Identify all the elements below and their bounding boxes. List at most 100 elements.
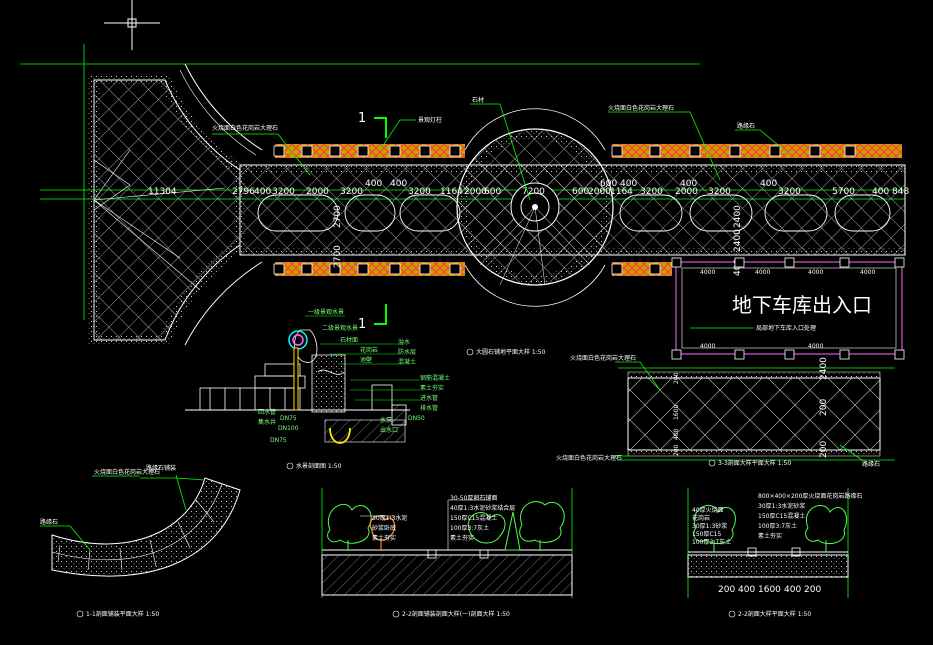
svg-text:150厚C15混凝土: 150厚C15混凝土 [758,512,805,520]
svg-text:400: 400 [254,187,271,197]
svg-text:7200: 7200 [522,187,545,197]
section-mark-bottom: 1 [358,317,366,332]
svg-text:848: 848 [892,187,909,197]
svg-text:素土夯实: 素土夯实 [420,384,444,392]
svg-text:2-2剖面大样平面大样 1:50: 2-2剖面大样平面大样 1:50 [738,610,811,618]
svg-text:11304: 11304 [148,187,177,197]
label-flag-stone: 石材 [472,96,484,104]
main-plan: 1 1 11304 2796 400 3200 2000 3200 400 40… [88,63,909,346]
fountain-section: 一级景观水景 二级景观水景 石材面 花岗岩 池壁 溢水 防水层 混凝土 钢筋混凝… [185,308,546,470]
paving-detail: 200 1600 400 200 2400 200 200 火烧面白色花岗岩大理… [556,354,895,468]
svg-text:4000: 4000 [755,269,770,276]
svg-text:2000: 2000 [675,187,698,197]
garage-title: 地下车库出入口 [732,293,872,317]
svg-text:400: 400 [365,179,382,189]
svg-text:400: 400 [620,179,637,189]
svg-text:出水口: 出水口 [380,426,398,434]
svg-text:30-50厚卵石铺面: 30-50厚卵石铺面 [450,494,497,502]
svg-text:花岗岩: 花岗岩 [360,346,378,354]
svg-text:素土夯实: 素土夯实 [758,532,782,540]
svg-text:2400: 2400 [819,357,829,380]
svg-text:3200: 3200 [640,187,663,197]
svg-text:1-1剖面铺装平面大样 1:50: 1-1剖面铺装平面大样 1:50 [86,610,159,618]
svg-text:100厚3:7灰土: 100厚3:7灰土 [758,522,797,530]
svg-text:1600: 1600 [758,585,781,595]
svg-text:2000: 2000 [588,187,611,197]
svg-text:回水管: 回水管 [258,408,276,416]
svg-text:600: 600 [600,179,617,189]
curved-path: 路缘石铺装 火烧面白色花岗岩大理石 路缘石 1-1剖面铺装平面大样 1:50 [40,464,241,618]
svg-text:400: 400 [673,428,680,440]
svg-text:200: 200 [673,372,680,384]
svg-text:2000: 2000 [306,187,329,197]
svg-text:30厚1:3砂浆: 30厚1:3砂浆 [692,522,727,530]
svg-text:2400: 2400 [733,229,743,252]
garage-entrance: 4000 4000 4000 4000 4000 4000 地下车库出入口 局部… [671,257,905,360]
svg-text:4000: 4000 [808,343,823,350]
svg-text:4000: 4000 [860,269,875,276]
svg-text:200: 200 [819,399,829,416]
svg-text:火烧面白色花岗岩大理石: 火烧面白色花岗岩大理石 [570,354,636,362]
svg-text:火烧面白色花岗岩大理石: 火烧面白色花岗岩大理石 [94,468,160,476]
svg-text:素土夯实: 素土夯实 [450,534,474,542]
label-lamp-post: 景观灯柱 [418,116,442,124]
svg-text:DN50: DN50 [408,415,425,422]
central-plaza [456,108,614,307]
svg-text:4000: 4000 [700,269,715,276]
svg-text:混凝土: 混凝土 [398,358,416,366]
svg-text:100厚3:7灰土: 100厚3:7灰土 [450,524,489,532]
svg-text:200: 200 [819,441,829,458]
svg-text:水景剖面图 1:50: 水景剖面图 1:50 [296,462,342,470]
svg-text:火烧面白色花岗岩大理石: 火烧面白色花岗岩大理石 [556,454,622,462]
svg-text:40厚火烧面: 40厚火烧面 [692,506,724,514]
svg-text:800×400×200厚火烧面花岗岩路缘石: 800×400×200厚火烧面花岗岩路缘石 [758,492,862,500]
garage-note: 局部地下车库入口处理 [756,324,816,332]
svg-text:400: 400 [390,179,407,189]
svg-text:1164: 1164 [610,187,633,197]
svg-text:600: 600 [484,187,501,197]
svg-text:200: 200 [718,585,735,595]
svg-text:600: 600 [572,187,589,197]
svg-text:3200: 3200 [340,187,363,197]
dims-top-left: 11304 2796 400 3200 2000 3200 400 400 32… [148,179,545,197]
svg-text:400: 400 [760,179,777,189]
fan-plaza [93,79,241,341]
svg-text:3200: 3200 [272,187,295,197]
svg-text:3200: 3200 [778,187,801,197]
svg-text:钢筋混凝土: 钢筋混凝土 [420,374,450,382]
svg-text:一级景观水景: 一级景观水景 [308,308,344,316]
label-granite-right: 火烧面白色花岗岩大理石 [608,104,674,112]
section-b: 800×400×200厚火烧面花岗岩路缘石 30厚1:3水泥砂浆 150厚C15… [687,488,862,618]
svg-text:花岗岩: 花岗岩 [692,514,710,522]
svg-text:3200: 3200 [408,187,431,197]
svg-text:水泵: 水泵 [380,416,392,424]
svg-text:排水管: 排水管 [420,404,438,412]
section-a-notes: 30厚1:3水泥 砂浆卧底 素土夯实 [372,514,407,542]
svg-text:2700: 2700 [333,245,343,268]
section-b-layers: 800×400×200厚火烧面花岗岩路缘石 30厚1:3水泥砂浆 150厚C15… [758,492,862,540]
section-a: 30-50厚卵石铺面 40厚1:3水泥砂浆结合层 150厚C15混凝土 100厚… [321,488,573,618]
svg-text:5700: 5700 [832,187,855,197]
svg-text:400: 400 [738,585,755,595]
label-kerb: 路缘石 [737,122,755,130]
svg-text:2796: 2796 [232,187,255,197]
svg-text:石材面: 石材面 [340,336,358,344]
svg-text:400: 400 [680,179,697,189]
svg-text:大圆石铺地平面大样 1:50: 大圆石铺地平面大样 1:50 [476,348,546,356]
svg-text:30厚1:3水泥: 30厚1:3水泥 [372,514,407,522]
svg-text:2400: 2400 [733,205,743,228]
svg-text:4000: 4000 [700,343,715,350]
svg-text:3200: 3200 [708,187,731,197]
svg-text:40厚1:3水泥砂浆结合层: 40厚1:3水泥砂浆结合层 [450,504,515,512]
svg-text:路缘石: 路缘石 [40,518,58,526]
svg-text:200: 200 [673,444,680,456]
svg-text:1600: 1600 [673,405,680,420]
svg-text:DN75: DN75 [270,437,287,444]
svg-text:3-3剖面大样平面大样 1:50: 3-3剖面大样平面大样 1:50 [718,459,791,467]
svg-text:集水井: 集水井 [258,418,276,426]
svg-text:溢水: 溢水 [398,338,410,346]
section-a-layers: 30-50厚卵石铺面 40厚1:3水泥砂浆结合层 150厚C15混凝土 100厚… [450,494,515,542]
svg-text:150厚C15: 150厚C15 [692,531,721,538]
svg-text:DN75: DN75 [280,415,297,422]
